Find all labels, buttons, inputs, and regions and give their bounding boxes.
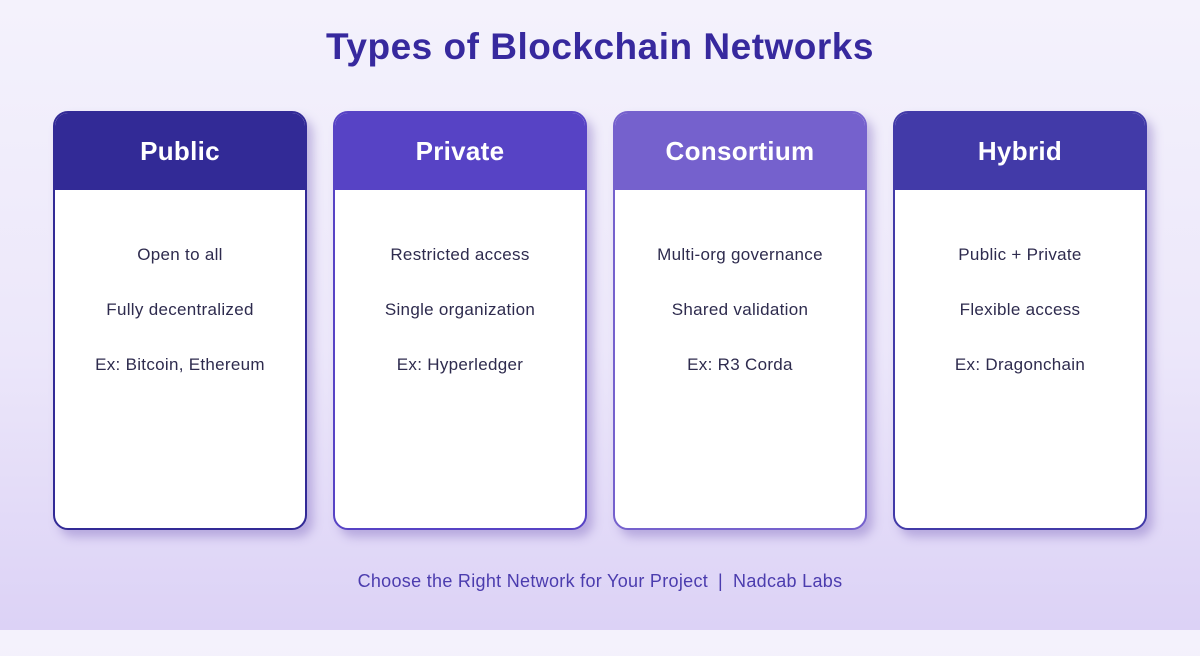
- card-hybrid-title: Hybrid: [977, 136, 1063, 166]
- cards-container: Public Open to all Fully decentralized E…: [0, 111, 1200, 530]
- card-hybrid: Hybrid Public + Private Flexible access …: [893, 111, 1147, 530]
- card-item: Public + Private: [958, 245, 1082, 264]
- footer: Choose the Right Network for Your Projec…: [0, 571, 1200, 592]
- card-item: Fully decentralized: [106, 300, 254, 319]
- card-private-title: Private: [415, 136, 505, 166]
- card-item: Open to all: [137, 245, 223, 264]
- card-private-body: Restricted access Single organization Ex…: [335, 190, 585, 528]
- card-consortium-body: Multi-org governance Shared validation E…: [615, 190, 865, 528]
- page-title: Types of Blockchain Networks: [326, 26, 874, 67]
- footer-brand: Nadcab Labs: [733, 571, 843, 591]
- card-consortium: Consortium Multi-org governance Shared v…: [613, 111, 867, 530]
- card-item: Single organization: [384, 300, 536, 319]
- card-item: Multi-org governance: [657, 245, 823, 264]
- card-item: Flexible access: [959, 300, 1081, 319]
- card-item: Ex: Hyperledger: [396, 355, 524, 374]
- card-item: Shared validation: [671, 300, 809, 319]
- card-public: Public Open to all Fully decentralized E…: [53, 111, 307, 530]
- card-consortium-title: Consortium: [665, 136, 815, 166]
- card-consortium-header: Consortium: [615, 113, 865, 190]
- footer-separator: |: [718, 571, 724, 591]
- card-private-header: Private: [335, 113, 585, 190]
- card-public-title: Public: [140, 136, 220, 166]
- card-item: Ex: R3 Corda: [687, 355, 793, 374]
- card-public-header: Public: [55, 113, 305, 190]
- card-private: Private Restricted access Single organiz…: [333, 111, 587, 530]
- footer-tagline: Choose the Right Network for Your Projec…: [357, 571, 709, 591]
- card-hybrid-body: Public + Private Flexible access Ex: Dra…: [895, 190, 1145, 528]
- card-hybrid-header: Hybrid: [895, 113, 1145, 190]
- card-item: Ex: Bitcoin, Ethereum: [95, 355, 265, 374]
- card-item: Ex: Dragonchain: [954, 355, 1086, 374]
- card-item: Restricted access: [390, 245, 530, 264]
- card-public-body: Open to all Fully decentralized Ex: Bitc…: [55, 190, 305, 528]
